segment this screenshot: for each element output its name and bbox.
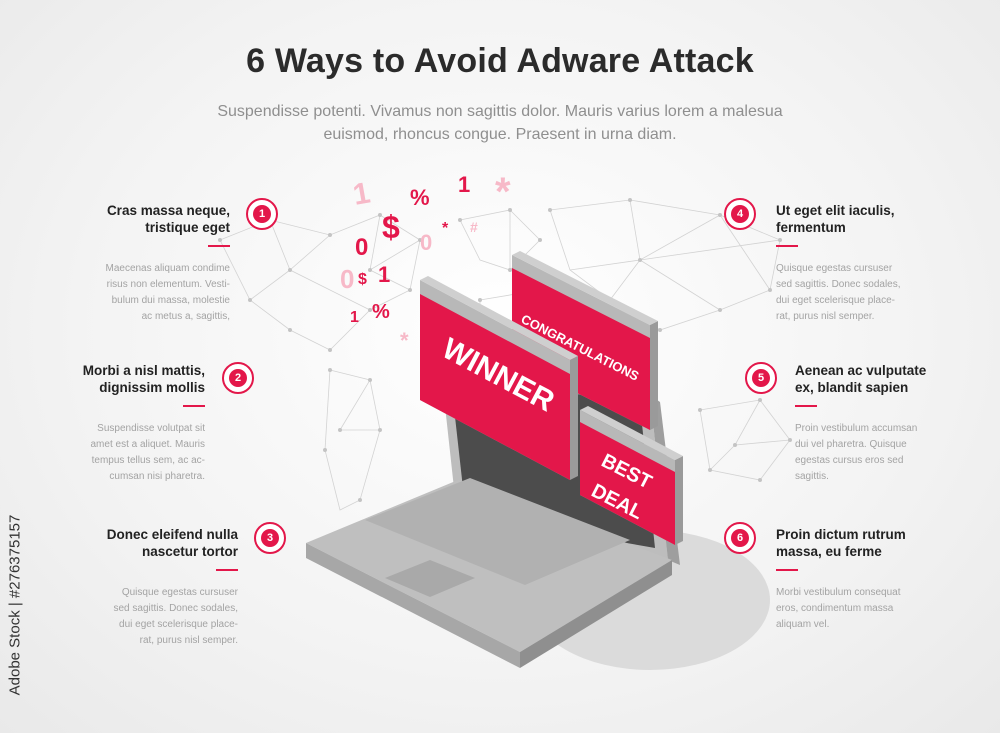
step-item-1: Cras massa neque, tristique eget Maecena… — [0, 202, 230, 325]
stock-watermark: Adobe Stock | #276375157 — [6, 490, 24, 720]
step-number: 4 — [731, 205, 749, 223]
step-body: Quisque egestas cursuser sed sagittis. D… — [776, 263, 901, 322]
symbol: % — [410, 185, 430, 210]
watermark-text: Adobe Stock | #276375157 — [6, 514, 24, 696]
page-title: 6 Ways to Avoid Adware Attack — [246, 42, 754, 80]
accent-rule — [776, 569, 798, 571]
symbol: 1 — [350, 309, 359, 326]
step-heading: Donec eleifend nulla nascetur tortor — [106, 527, 238, 559]
step-number-badge-1: 1 — [246, 198, 278, 230]
symbol: 0 — [420, 230, 432, 255]
symbol: 1 — [350, 176, 372, 211]
symbol: * — [495, 170, 511, 214]
step-number-badge-5: 5 — [745, 362, 777, 394]
step-item-6: Proin dictum rutrum massa, eu ferme Morb… — [776, 526, 926, 633]
accent-rule — [208, 245, 230, 247]
step-item-5: Aenean ac vulputate ex, blandit sapien P… — [795, 362, 935, 485]
step-number-badge-4: 4 — [724, 198, 756, 230]
laptop-keyboard — [365, 478, 630, 585]
step-item-3: Donec eleifend nulla nascetur tortor Qui… — [0, 526, 238, 649]
symbol: 1 — [458, 172, 470, 197]
step-number: 1 — [253, 205, 271, 223]
step-body: Morbi vestibulum consequat eros, condime… — [776, 587, 901, 630]
popup-best-deal — [580, 406, 683, 545]
accent-rule — [776, 245, 798, 247]
step-number: 5 — [752, 369, 770, 387]
accent-rule — [795, 405, 817, 407]
step-item-4: Ut eget elit iaculis, fermentum Quisque … — [776, 202, 926, 325]
step-heading: Proin dictum rutrum massa, eu ferme — [776, 527, 906, 559]
symbol: 0 — [340, 264, 354, 294]
step-number-badge-6: 6 — [724, 522, 756, 554]
symbol: 1 — [378, 262, 390, 287]
step-number: 6 — [731, 529, 749, 547]
step-heading: Aenean ac vulputate ex, blandit sapien — [795, 363, 927, 395]
step-body: Maecenas aliquam condime risus non eleme… — [105, 263, 230, 322]
step-number-badge-2: 2 — [222, 362, 254, 394]
step-body: Proin vestibulum accumsan dui vel pharet… — [795, 423, 918, 482]
symbol: % — [372, 301, 390, 323]
symbol: $ — [358, 271, 367, 288]
symbol: * — [442, 220, 449, 237]
step-number: 2 — [229, 369, 247, 387]
symbol: # — [470, 219, 478, 235]
step-number-badge-3: 3 — [254, 522, 286, 554]
accent-rule — [216, 569, 238, 571]
step-body: Suspendisse volutpat sit amet est a aliq… — [90, 423, 206, 482]
step-item-2: Morbi a nisl mattis, dignissim mollis Su… — [0, 362, 205, 485]
step-heading: Ut eget elit iaculis, fermentum — [776, 203, 895, 235]
step-number: 3 — [261, 529, 279, 547]
symbol: * — [400, 328, 409, 353]
laptop-touchpad — [385, 560, 475, 597]
step-heading: Morbi a nisl mattis, dignissim mollis — [82, 363, 205, 395]
symbol: 0 — [355, 234, 368, 261]
popup-winner — [420, 276, 578, 480]
accent-rule — [183, 405, 205, 407]
floating-symbols: 1 % 1 * $ 0 0 * # 0 $ 1 1 % * — [340, 170, 511, 353]
page-subtitle: Suspendisse potenti. Vivamus non sagitti… — [217, 103, 783, 143]
popup-congratulations — [512, 251, 658, 430]
symbol: $ — [382, 209, 400, 245]
step-body: Quisque egestas cursuser sed sagittis. D… — [113, 587, 238, 646]
step-heading: Cras massa neque, tristique eget — [106, 203, 230, 235]
